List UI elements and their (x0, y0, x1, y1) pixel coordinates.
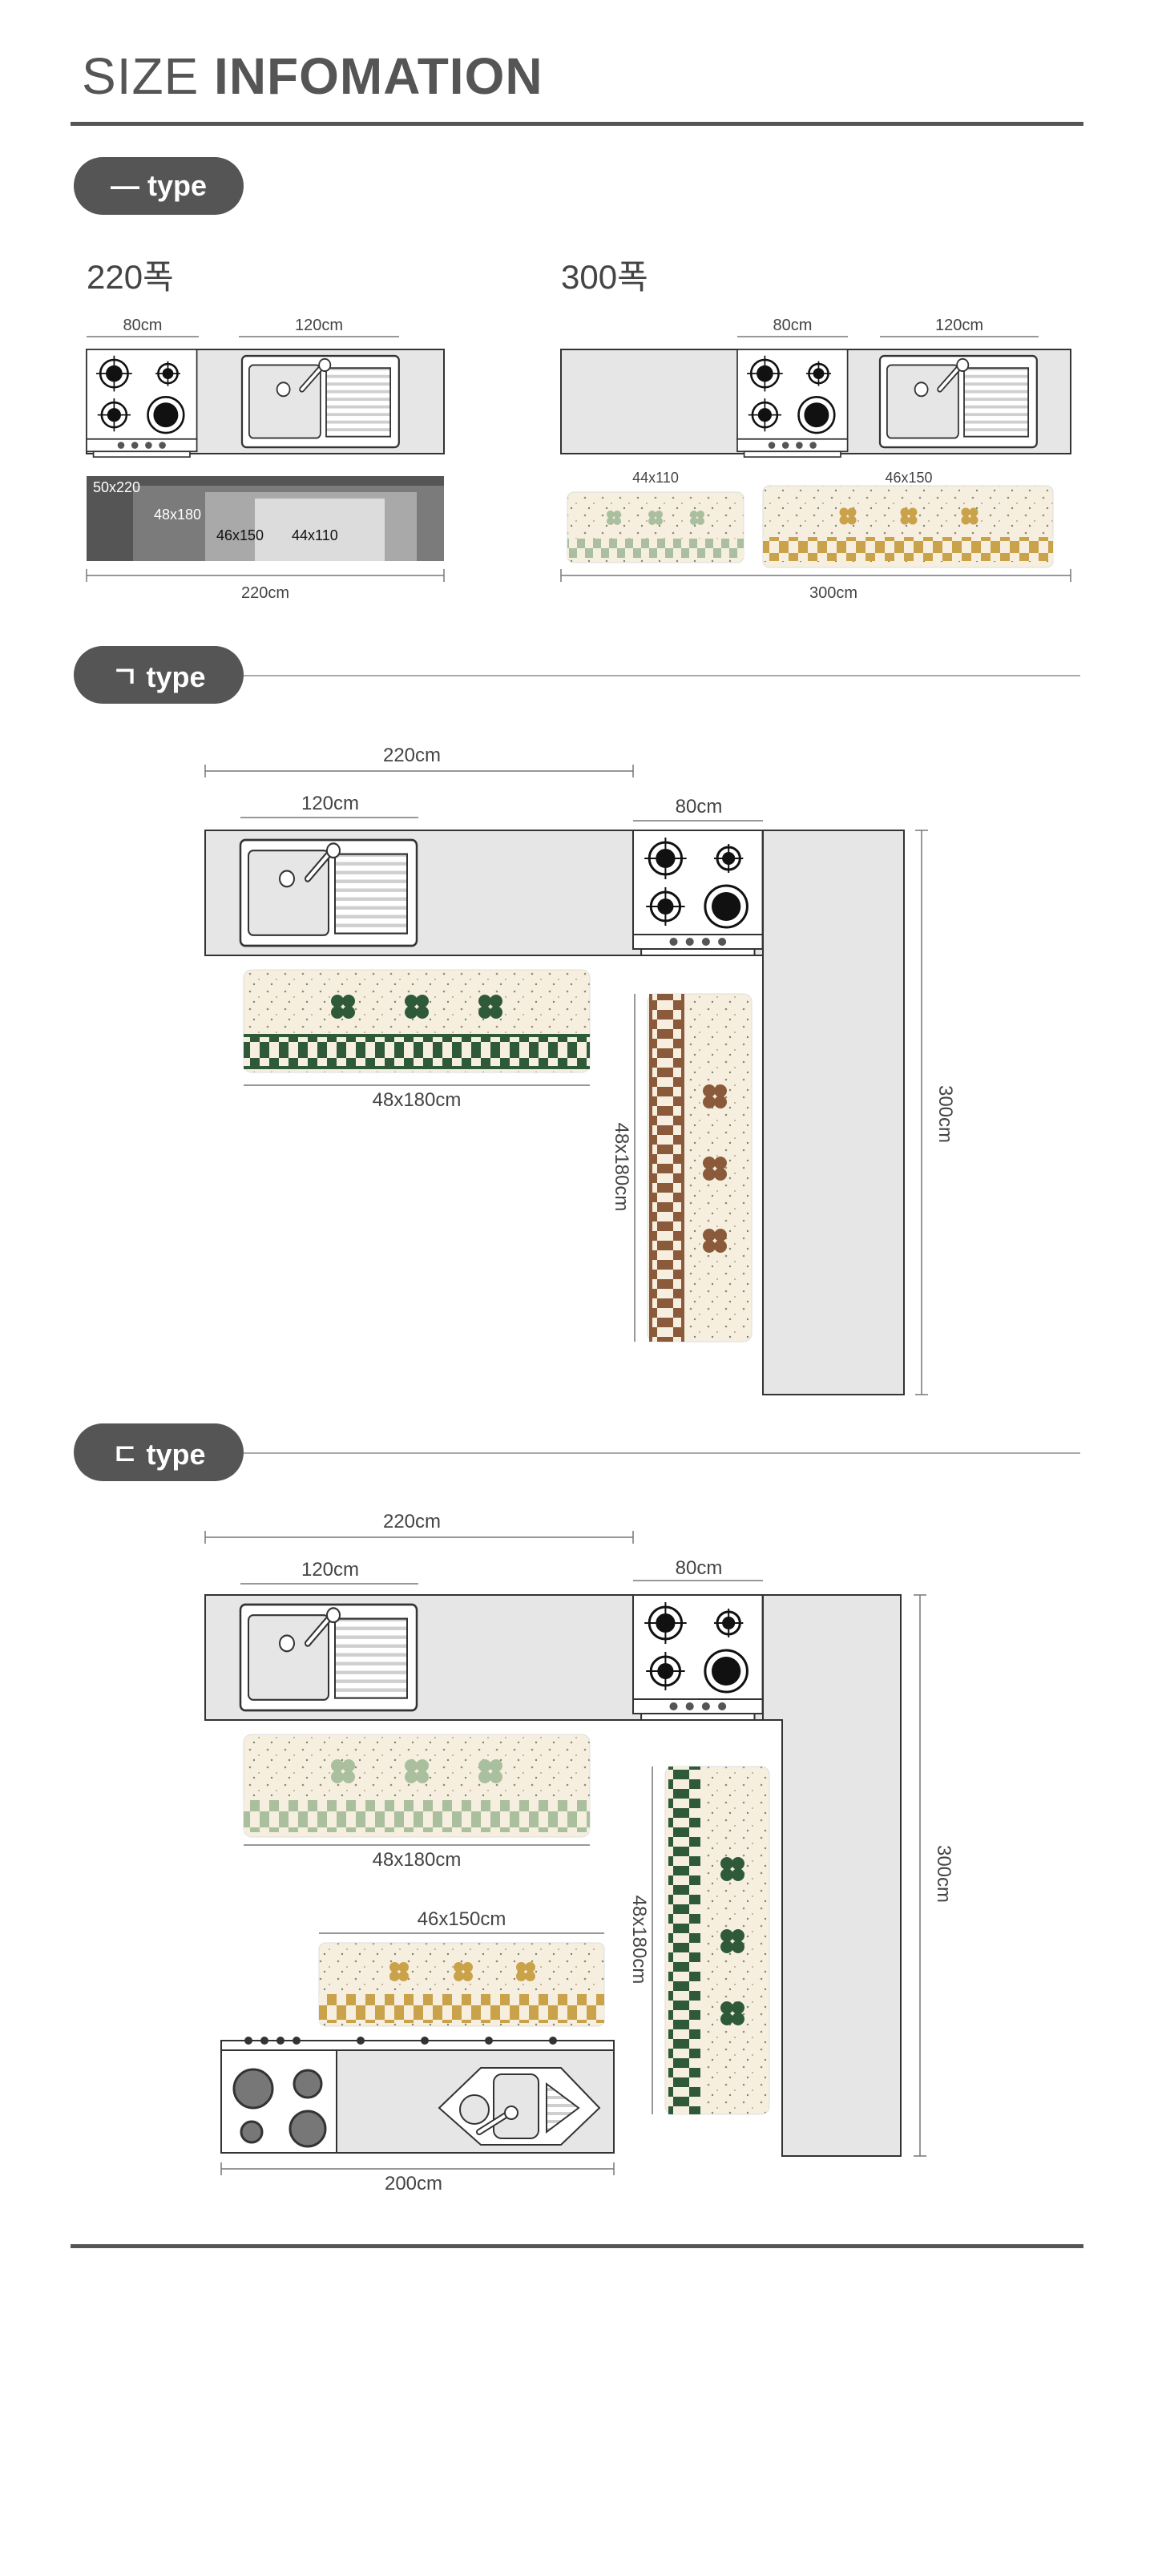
w220-total-label: 220cm (241, 584, 289, 602)
mat-label-50x220: 50x220 (93, 479, 140, 495)
l-mat-h-label: 48x180cm (373, 1089, 462, 1111)
u-mat-v-label: 48x180cm (628, 1896, 650, 1984)
u-top-total-label: 220cm (383, 1511, 441, 1532)
l-side-label: 300cm (934, 1085, 956, 1143)
w300-total-label: 300cm (809, 584, 857, 602)
l-top-total-label: 220cm (383, 745, 441, 766)
plan-u-type: 220cm 120cm 80cm 48x180cm 48x180cm 300cm (204, 1511, 954, 2194)
width-220-title: 220폭 (87, 258, 174, 296)
mat-label-48x180: 48x180 (154, 507, 201, 523)
u-mat-small-label: 46x150cm (418, 1908, 506, 1930)
title-divider (71, 122, 1083, 126)
w220-stove-label: 80cm (123, 317, 163, 334)
u-stove-label: 80cm (676, 1557, 723, 1579)
plan-220: 80cm 120cm 50x220 48x180 46x150 44x110 2… (85, 317, 445, 602)
w300-stove-label: 80cm (773, 317, 813, 334)
l-mat-vertical (647, 993, 753, 1343)
plan-l-type: 220cm 120cm 80cm 48x180cm 48x180cm (204, 745, 956, 1395)
l-stove-label: 80cm (676, 796, 723, 818)
u-mat-small (318, 1942, 605, 2027)
w300-mat-large-label: 46x150 (885, 470, 932, 486)
u-mat-vertical (664, 1766, 770, 2115)
u-type-line (244, 1452, 1080, 1454)
mat-44x110 (255, 499, 385, 561)
l-type-line (244, 675, 1080, 676)
footer-divider (71, 2244, 1083, 2248)
w220-sink-label: 120cm (295, 317, 343, 334)
mat-label-44x110: 44x110 (292, 527, 338, 543)
w300-sink-label: 120cm (935, 317, 983, 334)
w300-mat-small-label: 44x110 (632, 470, 679, 486)
l-sink-label: 120cm (301, 793, 359, 814)
u-sink-label: 120cm (301, 1559, 359, 1581)
mat-label-46x150: 46x150 (216, 527, 264, 543)
straight-type-badge: — type (74, 157, 244, 215)
u-type-badge: ㄷ type (74, 1423, 244, 1481)
u-bottom-label: 200cm (385, 2173, 442, 2194)
l-type-badge: ㄱ type (74, 646, 244, 704)
u-bottom-counter (220, 2037, 615, 2154)
plan-300: 80cm 120cm 44x110 46x150 300cm (560, 317, 1071, 602)
mat-44x110-sage (567, 491, 744, 563)
width-300-title: 300폭 (561, 258, 648, 296)
l-mat-horizontal (243, 969, 591, 1073)
l-mat-v-label: 48x180cm (611, 1123, 632, 1212)
mat-46x150-mustard (762, 485, 1054, 568)
u-side-label: 300cm (933, 1845, 954, 1903)
u-mat-h-label: 48x180cm (373, 1849, 462, 1871)
u-mat-horizontal (243, 1734, 591, 1838)
page-title: SIZE INFOMATION (82, 47, 543, 105)
